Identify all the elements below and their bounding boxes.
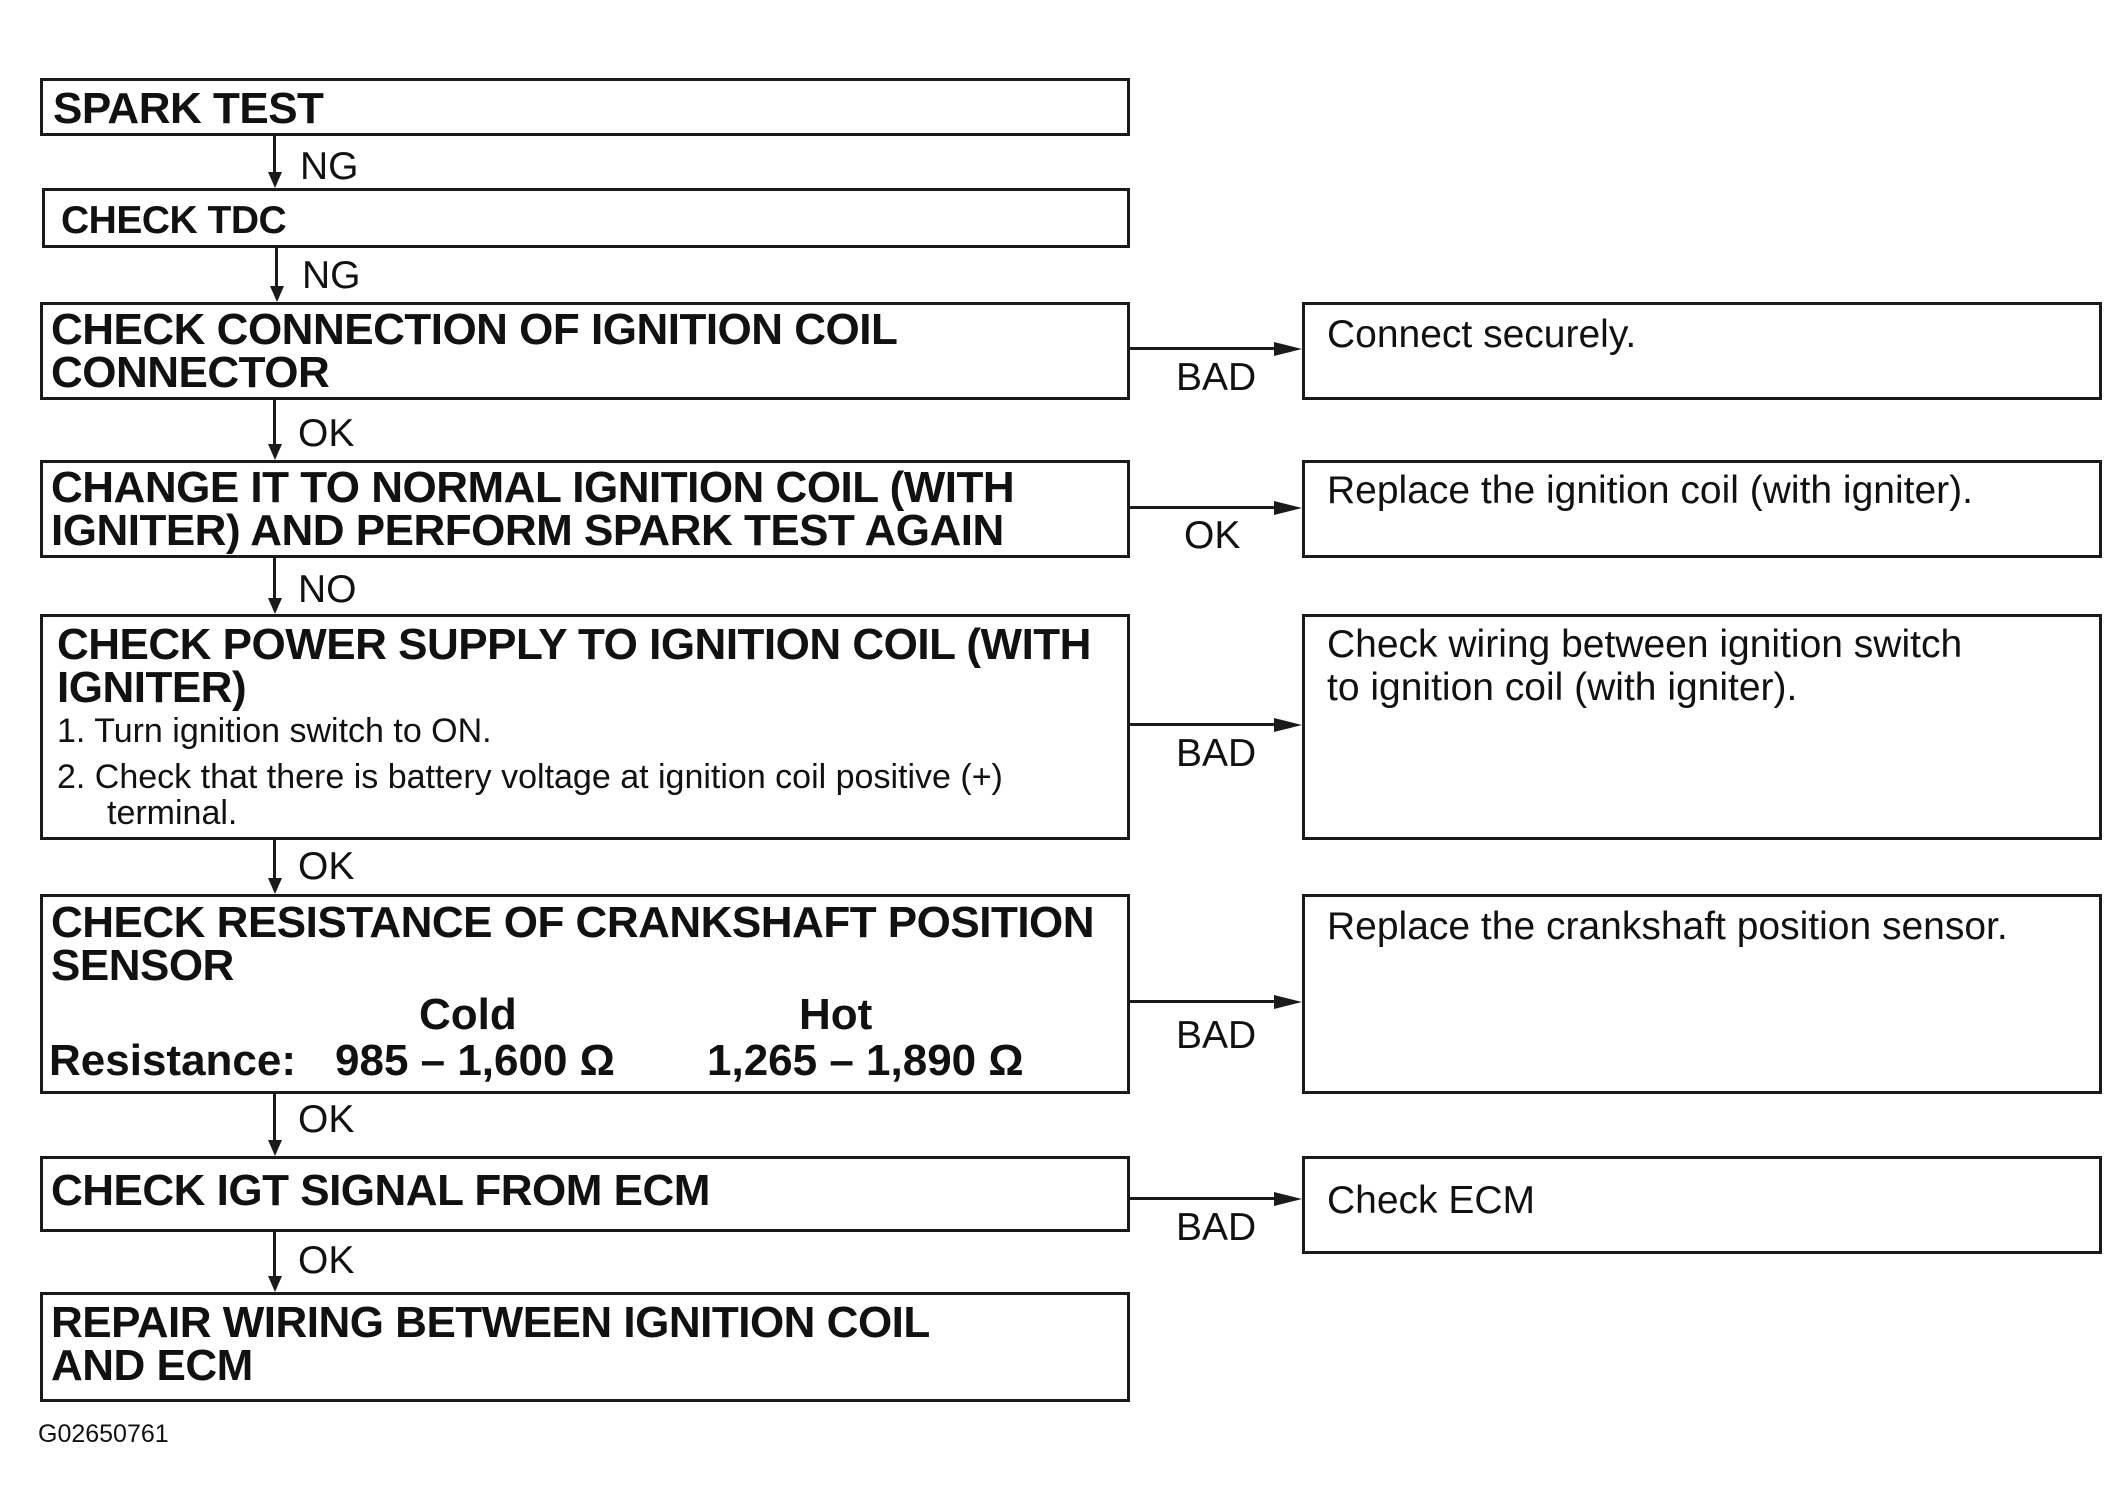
side-arrow-4-head [1274,995,1302,1009]
box-check-connection: CHECK CONNECTION OF IGNITION COIL CONNEC… [40,302,1130,400]
down-arrow-5 [273,840,276,880]
box-repair-wiring-line2: AND ECM [51,1341,253,1390]
side-label-4: BAD [1176,1014,1257,1057]
side-arrow-5 [1130,1197,1276,1200]
down-arrow-5-head [268,878,282,894]
down-arrow-1 [273,136,276,174]
side-arrow-2-head [1274,501,1302,515]
down-arrow-4-head [268,598,282,614]
box-check-resistance: CHECK RESISTANCE OF CRANKSHAFT POSITION … [40,894,1130,1094]
down-arrow-7-head [268,1276,282,1292]
box-check-power-line1: CHECK POWER SUPPLY TO IGNITION COIL (WIT… [57,620,1091,669]
box-check-tdc-title: CHECK TDC [61,199,287,242]
down-arrow-4 [273,558,276,600]
side-label-2: OK [1184,514,1241,557]
down-arrow-3-head [268,444,282,460]
down-arrow-1-head [268,172,282,188]
down-arrow-3 [273,400,276,446]
side-arrow-1-head [1274,342,1302,356]
result-replace-coil: Replace the ignition coil (with igniter)… [1302,460,2102,558]
down-label-1: NG [300,145,359,188]
side-arrow-3-head [1274,718,1302,732]
down-arrow-6-head [268,1140,282,1156]
box-check-connection-line1: CHECK CONNECTION OF IGNITION COIL [51,305,898,354]
box-spark-test-title: SPARK TEST [53,84,324,133]
side-arrow-4 [1130,1000,1276,1003]
step-1: 1. Turn ignition switch to ON. [57,712,492,750]
result-check-ecm: Check ECM [1302,1156,2102,1254]
down-arrow-2 [275,248,278,288]
side-arrow-1 [1130,347,1276,350]
result-replace-coil-text: Replace the ignition coil (with igniter)… [1327,469,1973,512]
result-connect-securely-text: Connect securely. [1327,313,1637,356]
result-check-wiring-line1: Check wiring between ignition switch [1327,623,1963,666]
box-check-resistance-line2: SENSOR [51,941,234,990]
down-label-4: NO [298,568,357,611]
down-label-6: OK [298,1098,355,1141]
result-check-wiring-line2: to ignition coil (with igniter). [1327,666,1798,709]
box-spark-test: SPARK TEST [40,78,1130,136]
down-label-5: OK [298,845,355,888]
hot-resistance-value: 1,265 – 1,890 Ω [707,1036,1024,1085]
column-cold-label: Cold [419,990,517,1039]
resistance-label: Resistance: [49,1036,297,1085]
box-check-power: CHECK POWER SUPPLY TO IGNITION COIL (WIT… [40,614,1130,840]
column-hot-label: Hot [799,990,873,1039]
result-connect-securely: Connect securely. [1302,302,2102,400]
box-repair-wiring: REPAIR WIRING BETWEEN IGNITION COIL AND … [40,1292,1130,1402]
box-check-power-line2: IGNITER) [57,663,247,712]
cold-resistance-value: 985 – 1,600 Ω [335,1036,615,1085]
side-arrow-2 [1130,506,1276,509]
box-check-connection-line2: CONNECTOR [51,348,330,397]
side-arrow-3 [1130,723,1276,726]
box-check-igt: CHECK IGT SIGNAL FROM ECM [40,1156,1130,1232]
side-label-3: BAD [1176,732,1257,775]
down-arrow-2-head [270,286,284,302]
side-label-1: BAD [1176,356,1257,399]
result-check-wiring: Check wiring between ignition switch to … [1302,614,2102,840]
box-change-coil-line2: IGNITER) AND PERFORM SPARK TEST AGAIN [51,506,1004,555]
step-2: 2. Check that there is battery voltage a… [57,758,1003,796]
box-check-igt-title: CHECK IGT SIGNAL FROM ECM [51,1166,710,1215]
side-label-5: BAD [1176,1206,1257,1249]
down-label-7: OK [298,1239,355,1282]
side-arrow-5-head [1274,1192,1302,1206]
box-check-tdc: CHECK TDC [42,188,1130,248]
box-check-resistance-line1: CHECK RESISTANCE OF CRANKSHAFT POSITION [51,898,1095,947]
down-arrow-6 [273,1094,276,1142]
box-change-coil: CHANGE IT TO NORMAL IGNITION COIL (WITH … [40,460,1130,558]
down-label-3: OK [298,412,355,455]
down-arrow-7 [273,1232,276,1278]
result-check-ecm-text: Check ECM [1327,1179,1536,1222]
step-2-continued: terminal. [107,794,238,832]
result-replace-sensor: Replace the crankshaft position sensor. [1302,894,2102,1094]
box-change-coil-line1: CHANGE IT TO NORMAL IGNITION COIL (WITH [51,463,1015,512]
figure-id: G02650761 [38,1420,169,1448]
box-repair-wiring-line1: REPAIR WIRING BETWEEN IGNITION COIL [51,1298,930,1347]
result-replace-sensor-text: Replace the crankshaft position sensor. [1327,905,2008,948]
down-label-2: NG [302,254,361,297]
